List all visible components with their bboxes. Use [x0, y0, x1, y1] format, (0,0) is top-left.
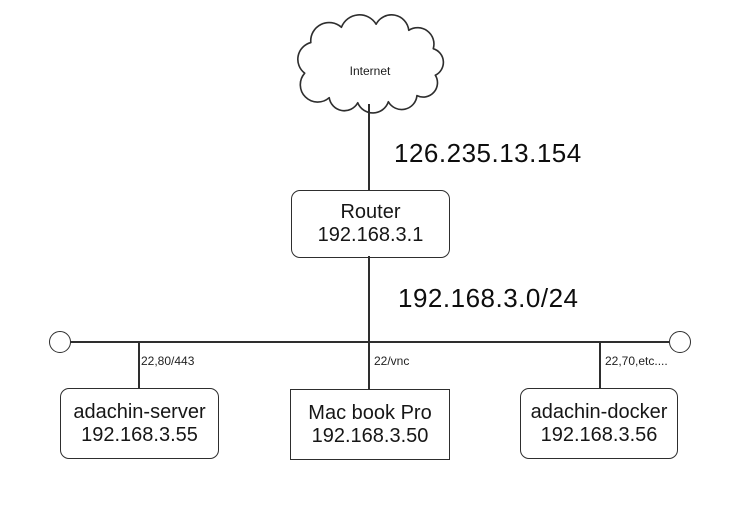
- cloud-router-link: [368, 104, 370, 190]
- device-node-adachin-server: adachin-server 192.168.3.55: [60, 388, 219, 459]
- router-name: Router: [340, 201, 401, 223]
- device-ip: 192.168.3.56: [540, 423, 658, 446]
- drop-link-adachin-docker: [599, 342, 601, 388]
- port-label-macbook: 22/vnc: [374, 354, 410, 368]
- device-ip: 192.168.3.55: [81, 423, 198, 446]
- bus-terminator-right: [669, 331, 691, 353]
- router-node: Router 192.168.3.1: [291, 190, 450, 258]
- device-name: adachin-docker: [530, 400, 668, 423]
- cloud-icon: [297, 14, 445, 114]
- lan-subnet-label: 192.168.3.0/24: [398, 283, 579, 313]
- router-ip: 192.168.3.1: [317, 224, 424, 246]
- port-label-adachin-server: 22,80/443: [141, 354, 195, 368]
- port-label-adachin-docker: 22,70,etc....: [605, 354, 668, 368]
- drop-link-macbook: [368, 342, 370, 389]
- lan-bus-line: [69, 341, 669, 343]
- internet-cloud: Internet: [294, 14, 446, 114]
- device-node-macbook: Mac book Pro 192.168.3.50: [290, 389, 450, 460]
- wan-ip-label: 126.235.13.154: [394, 138, 582, 168]
- device-name: adachin-server: [73, 400, 206, 423]
- bus-terminator-left: [49, 331, 71, 353]
- drop-link-adachin-server: [138, 342, 140, 388]
- device-node-adachin-docker: adachin-docker 192.168.3.56: [520, 388, 678, 459]
- device-name: Mac book Pro: [308, 401, 432, 424]
- router-bus-link: [368, 256, 370, 341]
- device-ip: 192.168.3.50: [311, 424, 429, 447]
- internet-label: Internet: [349, 64, 391, 78]
